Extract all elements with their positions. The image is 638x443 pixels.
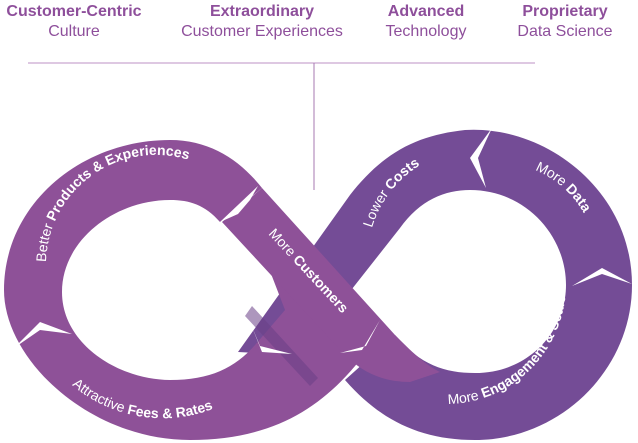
pillar-subtitle: Customer Experiences	[181, 23, 343, 40]
pillar-title: Extraordinary	[209, 3, 315, 20]
more-customers-band	[222, 188, 440, 382]
pillar-extraordinary: Extraordinary Customer Experiences	[168, 2, 356, 42]
pillar-title: Customer-Centric	[6, 3, 142, 20]
chevron-icon	[572, 268, 632, 286]
pillar-subtitle: Technology	[385, 23, 467, 40]
pillar-subtitle: Culture	[48, 23, 100, 40]
chevron-icon	[220, 186, 258, 222]
arrow-chevrons	[14, 128, 632, 354]
chevron-icon	[14, 322, 72, 348]
chevron-icon	[470, 128, 492, 188]
pillar-customer-centric: Customer-Centric Culture	[0, 2, 152, 42]
pillar-title: Advanced	[387, 3, 465, 20]
pillar-proprietary: Proprietary Data Science	[506, 2, 624, 42]
pillar-title: Proprietary	[522, 3, 608, 20]
right-loop	[238, 129, 632, 440]
left-loop	[4, 140, 440, 440]
pillar-subtitle: Data Science	[517, 23, 613, 40]
pillar-advanced: Advanced Technology	[374, 2, 478, 42]
